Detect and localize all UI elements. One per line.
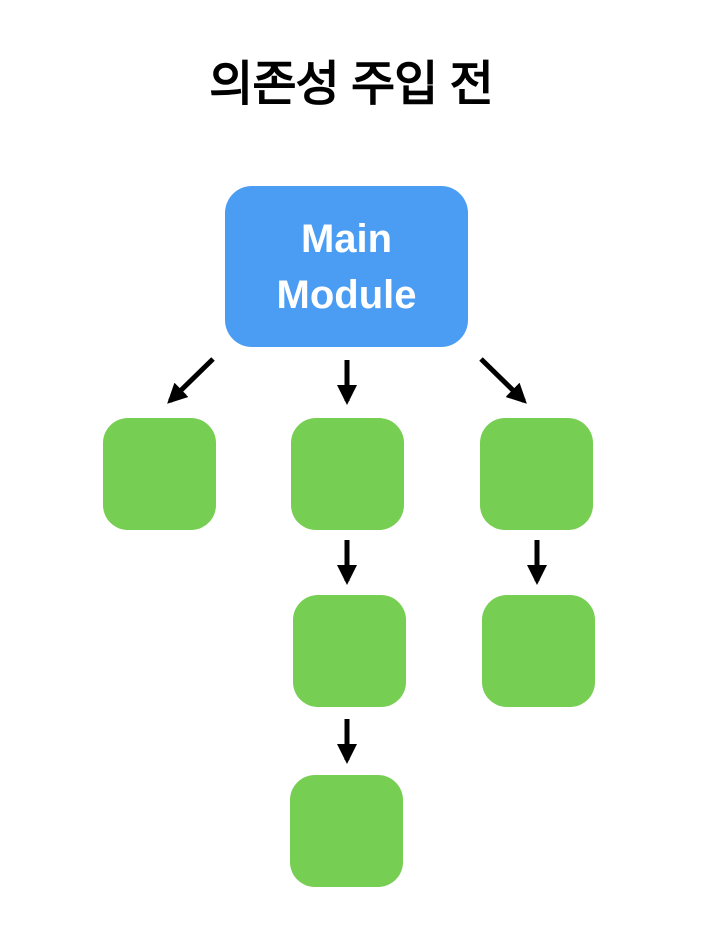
- dependency-node-4: [293, 595, 406, 707]
- main-module-node: Main Module: [225, 186, 468, 347]
- dependency-node-6: [290, 775, 403, 887]
- edge-main-to-dep3: [479, 357, 527, 404]
- dependency-node-2: [291, 418, 404, 530]
- dependency-node-1: [103, 418, 216, 530]
- dependency-node-5: [482, 595, 595, 707]
- main-module-label: Main Module: [276, 216, 417, 317]
- page-title: 의존성 주입 전: [209, 58, 494, 111]
- edge-main-to-dep1: [167, 357, 215, 404]
- dependency-node-3: [480, 418, 593, 530]
